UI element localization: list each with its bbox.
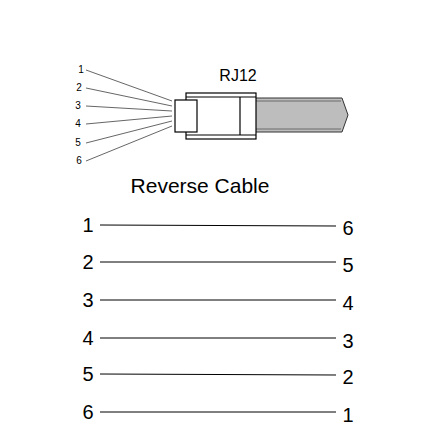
wire-line bbox=[100, 412, 336, 413]
cable-jacket bbox=[255, 98, 348, 132]
leader-line bbox=[86, 106, 172, 111]
leader-line bbox=[86, 126, 172, 161]
connector-name: RJ12 bbox=[219, 68, 256, 84]
plug-edge bbox=[186, 96, 256, 97]
leader-line bbox=[86, 121, 172, 143]
wire-line bbox=[100, 262, 336, 263]
plug-edge bbox=[186, 134, 256, 135]
cable-edge bbox=[255, 101, 341, 102]
pin-number-right: 1 bbox=[342, 405, 353, 425]
pin-number: 3 bbox=[75, 101, 81, 111]
pin-number-right: 6 bbox=[342, 218, 353, 238]
pin-number-right: 2 bbox=[342, 367, 353, 387]
rj12-plug bbox=[175, 93, 256, 139]
leader-line bbox=[86, 88, 172, 106]
wire-map-lines bbox=[100, 225, 336, 412]
wire-line bbox=[100, 225, 336, 226]
pin-number: 4 bbox=[75, 119, 81, 129]
pin-number: 5 bbox=[75, 138, 81, 148]
pin-number: 6 bbox=[76, 156, 82, 166]
pin-number-right: 4 bbox=[342, 293, 353, 313]
wire-line bbox=[100, 338, 336, 339]
leader-line bbox=[86, 116, 172, 124]
pin-number-left: 6 bbox=[82, 402, 93, 422]
cable-edge bbox=[255, 129, 341, 130]
pin-number-left: 4 bbox=[82, 328, 93, 348]
plug-edge bbox=[239, 97, 240, 135]
diagram-title: Reverse Cable bbox=[131, 175, 270, 196]
pin-number-right: 5 bbox=[342, 255, 353, 275]
pin-number-left: 3 bbox=[82, 290, 93, 310]
leader-line bbox=[86, 70, 172, 101]
pin-number-left: 1 bbox=[82, 215, 93, 235]
wire-line bbox=[100, 300, 336, 301]
pin-leader-lines bbox=[86, 70, 172, 161]
pin-number: 2 bbox=[76, 83, 82, 93]
pin-number: 1 bbox=[78, 65, 84, 75]
pin-number-left: 5 bbox=[82, 364, 93, 384]
pin-number-left: 2 bbox=[82, 252, 93, 272]
plug-contacts bbox=[175, 100, 197, 132]
wire-line bbox=[100, 374, 336, 375]
pin-number-right: 3 bbox=[342, 331, 353, 351]
